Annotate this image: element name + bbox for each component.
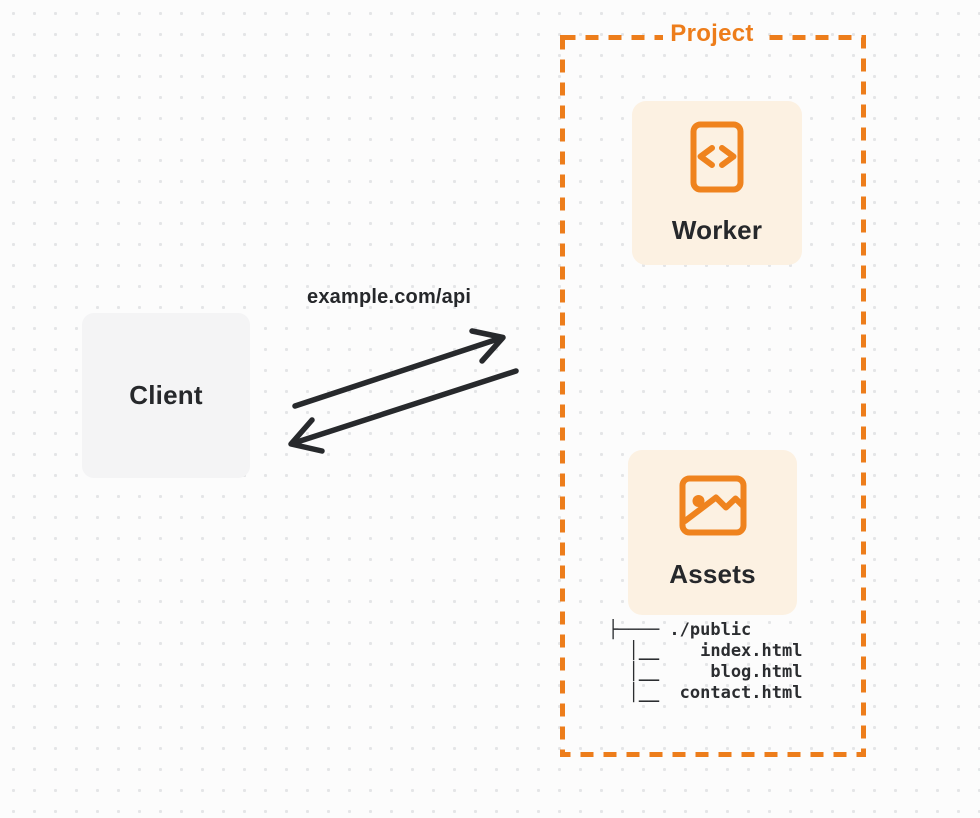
file-tree-line-public: ├──── ./public xyxy=(608,620,752,640)
response-arrow xyxy=(288,368,519,454)
request-arrow xyxy=(292,328,506,409)
assets-label: Assets xyxy=(669,559,756,589)
file-tree: ├──── ./public │__ index.html │__ blog.h… xyxy=(608,620,802,704)
worker-label: Worker xyxy=(671,214,763,245)
request-route-label: example.com/api xyxy=(307,286,472,308)
worker-card: Worker xyxy=(632,101,802,265)
file-tree-line-blog: │__ blog.html xyxy=(608,662,803,682)
code-file-icon xyxy=(690,121,744,192)
client-card: Client xyxy=(82,313,250,478)
project-label: Project xyxy=(663,20,761,48)
file-tree-line-contact: │__ contact.html xyxy=(608,683,803,703)
file-tree-line-index: │__ index.html xyxy=(608,641,803,661)
project-boundary-title: Project xyxy=(560,20,864,48)
image-icon xyxy=(679,475,746,536)
assets-card: Assets xyxy=(628,450,797,615)
client-label: Client xyxy=(129,380,203,410)
